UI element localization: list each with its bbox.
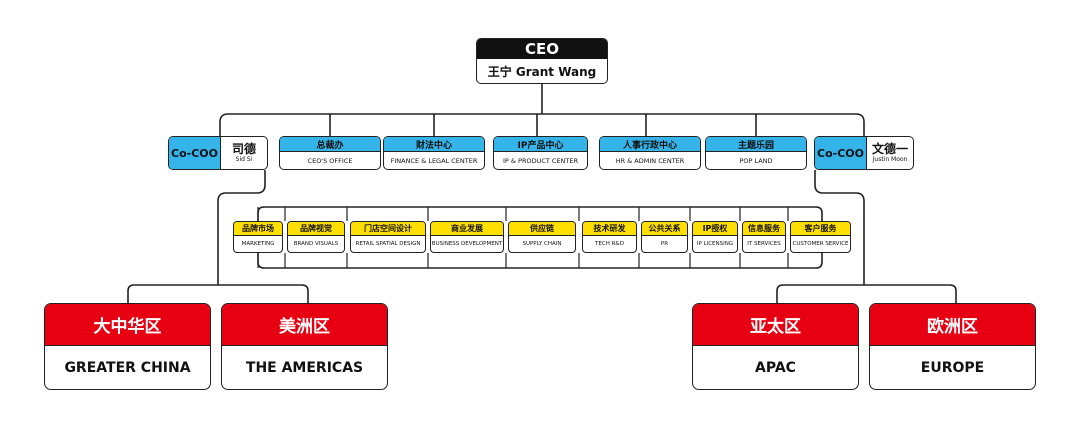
dept-finance-legal: 财法中心 FINANCE & LEGAL CENTER bbox=[383, 136, 485, 170]
func-brand-visuals: 品牌视觉 BRAND VISUALS bbox=[287, 221, 345, 253]
dept-label-cn: 人事行政中心 bbox=[600, 137, 700, 152]
ceo-name: 王宁 Grant Wang bbox=[487, 64, 597, 79]
region-apac: 亚太区 APAC bbox=[692, 303, 859, 390]
dept-label-en: HR & ADMIN CENTER bbox=[615, 156, 685, 165]
func-label-cn: 供应链 bbox=[509, 222, 575, 236]
dept-label-cn: IP产品中心 bbox=[494, 137, 587, 152]
dept-ceo-office: 总裁办 CEO'S OFFICE bbox=[279, 136, 381, 170]
func-label-cn: 品牌视觉 bbox=[288, 222, 344, 236]
region-label-cn: 大中华区 bbox=[45, 304, 210, 346]
func-label-cn: 技术研发 bbox=[583, 222, 636, 236]
func-label-en: BUSINESS DEVELOPMENT bbox=[431, 241, 503, 247]
func-ip-licensing: IP授权 IP LICENSING bbox=[692, 221, 738, 253]
dept-label-cn: 主题乐园 bbox=[706, 137, 806, 152]
region-label-cn: 亚太区 bbox=[693, 304, 858, 346]
coo-left-name-cn: 司德 bbox=[231, 142, 256, 156]
func-label-en: PR bbox=[660, 241, 669, 247]
region-europe: 欧洲区 EUROPE bbox=[869, 303, 1036, 390]
ceo-box: CEO 王宁 Grant Wang bbox=[476, 38, 608, 84]
coo-left-name-en: Sid Si bbox=[235, 156, 253, 163]
coo-right-name-cn: 文德一 bbox=[871, 142, 908, 156]
func-label-cn: 客户服务 bbox=[791, 222, 850, 236]
region-label-en: EUROPE bbox=[920, 359, 985, 376]
coo-left-box: Co-COO 司德 Sid Si bbox=[168, 136, 268, 170]
coo-left-tag: Co-COO bbox=[169, 137, 221, 169]
region-label-en: APAC bbox=[755, 359, 796, 376]
region-the-americas: 美洲区 THE AMERICAS bbox=[221, 303, 388, 390]
func-customer-service: 客户服务 CUSTOMER SERVICE bbox=[790, 221, 851, 253]
func-marketing: 品牌市场 MARKETING bbox=[233, 221, 283, 253]
func-label-en: IP LICENSING bbox=[696, 241, 734, 247]
func-retail-spatial-design: 门店空间设计 RETAIL SPATIAL DESIGN bbox=[350, 221, 426, 253]
func-label-cn: 商业发展 bbox=[431, 222, 503, 236]
region-label-cn: 欧洲区 bbox=[870, 304, 1035, 346]
region-label-en: THE AMERICAS bbox=[245, 359, 364, 376]
region-label-en: GREATER CHINA bbox=[64, 359, 191, 376]
func-label-en: RETAIL SPATIAL DESIGN bbox=[355, 241, 421, 247]
func-pr: 公共关系 PR bbox=[641, 221, 688, 253]
coo-left-branch bbox=[217, 170, 266, 285]
top-bus bbox=[219, 113, 865, 136]
region-greater-china: 大中华区 GREATER CHINA bbox=[44, 303, 211, 390]
left-region-bus bbox=[127, 284, 309, 303]
func-label-en: MARKETING bbox=[241, 241, 275, 247]
func-label-en: SUPPLY CHAIN bbox=[522, 241, 562, 247]
dept-label-en: IP & PRODUCT CENTER bbox=[502, 156, 579, 165]
func-tech-rd: 技术研发 TECH R&D bbox=[582, 221, 637, 253]
functions-frame bbox=[257, 206, 823, 269]
dept-label-en: CEO'S OFFICE bbox=[307, 156, 353, 165]
dept-pop-land: 主题乐园 POP LAND bbox=[705, 136, 807, 170]
dept-label-cn: 财法中心 bbox=[384, 137, 484, 152]
func-label-en: IT SERVICES bbox=[747, 241, 781, 247]
coo-right-tag: Co-COO bbox=[815, 137, 867, 169]
func-label-cn: 公共关系 bbox=[642, 222, 687, 236]
func-label-en: TECH R&D bbox=[595, 241, 624, 247]
func-label-en: CUSTOMER SERVICE bbox=[792, 241, 849, 247]
dept-label-cn: 总裁办 bbox=[280, 137, 380, 152]
func-supply-chain: 供应链 SUPPLY CHAIN bbox=[508, 221, 576, 253]
coo-right-branch bbox=[814, 170, 865, 285]
coo-right-name-en: Justin Moon bbox=[872, 156, 908, 163]
func-label-cn: 信息服务 bbox=[743, 222, 785, 236]
dept-label-en: POP LAND bbox=[739, 156, 773, 165]
right-region-bus bbox=[776, 284, 957, 303]
coo-right-box: Co-COO 文德一 Justin Moon bbox=[814, 136, 914, 170]
dept-ip-product: IP产品中心 IP & PRODUCT CENTER bbox=[493, 136, 588, 170]
region-label-cn: 美洲区 bbox=[222, 304, 387, 346]
func-business-development: 商业发展 BUSINESS DEVELOPMENT bbox=[430, 221, 504, 253]
func-label-cn: 门店空间设计 bbox=[351, 222, 425, 236]
dept-label-en: FINANCE & LEGAL CENTER bbox=[390, 156, 478, 165]
ceo-title: CEO bbox=[477, 39, 607, 59]
dept-hr-admin: 人事行政中心 HR & ADMIN CENTER bbox=[599, 136, 701, 170]
func-label-cn: IP授权 bbox=[693, 222, 737, 236]
func-label-en: BRAND VISUALS bbox=[293, 241, 339, 247]
func-label-cn: 品牌市场 bbox=[234, 222, 282, 236]
func-it-services: 信息服务 IT SERVICES bbox=[742, 221, 786, 253]
